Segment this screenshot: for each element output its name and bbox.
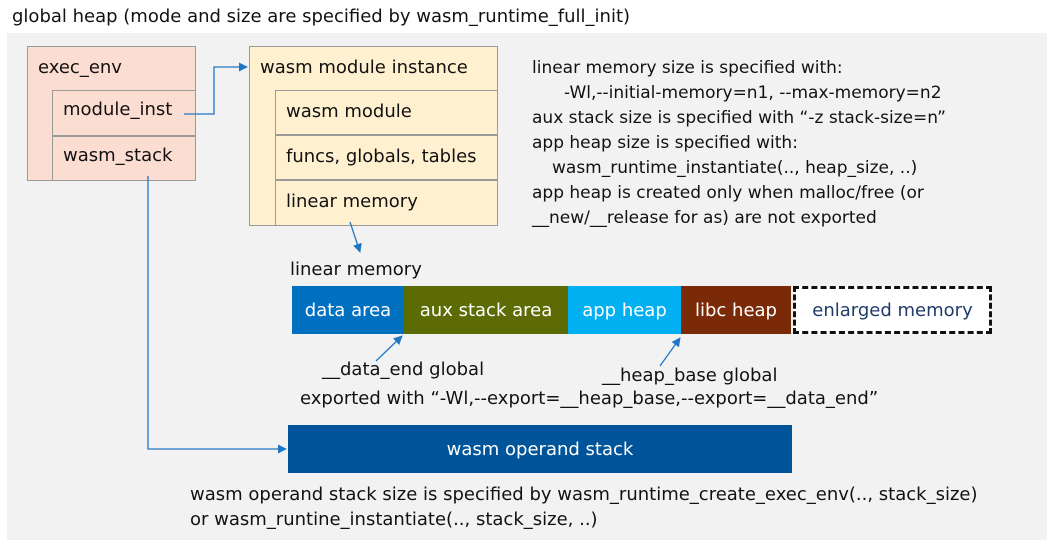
description-line: app heap is created only when malloc/fre… [532, 183, 924, 203]
description-line: linear memory size is specified with: [532, 58, 843, 78]
exec-env-field-label: module_inst [63, 99, 173, 120]
module-instance-field-memory [275, 180, 498, 226]
segment-app-heap: app heap [568, 286, 681, 334]
module-instance-header: wasm module instance [260, 57, 468, 78]
description-line: app heap size is specified with: [532, 133, 798, 153]
footer-line: or wasm_runtine_instantiate(.., stack_si… [190, 509, 598, 530]
exec-env-header: exec_env [38, 57, 122, 78]
module-instance-field-label: funcs, globals, tables [286, 146, 477, 167]
footer-line: wasm operand stack size is specified by … [190, 484, 978, 505]
exec-env-field-wasm-stack [52, 136, 196, 181]
description-line: wasm_runtime_instantiate(.., heap_size, … [552, 158, 918, 178]
size-description: linear memory size is specified with: -W… [532, 56, 946, 231]
data-end-arrow [375, 335, 403, 362]
linear-memory-label: linear memory [290, 259, 422, 280]
wasm-operand-stack: wasm operand stack [288, 425, 792, 473]
exec-env-field-label: wasm_stack [63, 145, 173, 166]
module-inst-pointer-arrow [184, 62, 248, 115]
module-instance-field-module [275, 90, 498, 135]
description-line: __new/__release for as) are not exported [532, 208, 877, 228]
data-end-label: __data_end global [322, 359, 485, 380]
heap-base-label: __heap_base global [602, 365, 778, 386]
module-instance-field-funcs [275, 135, 498, 180]
segment-aux-stack-area: aux stack area [404, 286, 568, 334]
segment-enlarged-memory: enlarged memory [793, 286, 992, 334]
diagram-title: global heap (mode and size are specified… [12, 6, 631, 27]
description-line: aux stack size is specified with “-z sta… [532, 108, 946, 128]
export-note: exported with “-Wl,--export=__heap_base,… [300, 388, 879, 409]
exec-env-field-module-inst [52, 90, 196, 136]
segment-data-area: data area [292, 286, 404, 334]
description-line: -Wl,--initial-memory=n1, --max-memory=n2 [564, 83, 942, 103]
wasm-stack-pointer-arrow [147, 176, 287, 454]
heap-base-arrow [659, 337, 681, 367]
linear-memory-pointer-arrow [349, 221, 362, 253]
module-instance-field-label: linear memory [286, 191, 418, 212]
segment-libc-heap: libc heap [681, 286, 791, 334]
module-instance-field-label: wasm module [286, 101, 412, 122]
